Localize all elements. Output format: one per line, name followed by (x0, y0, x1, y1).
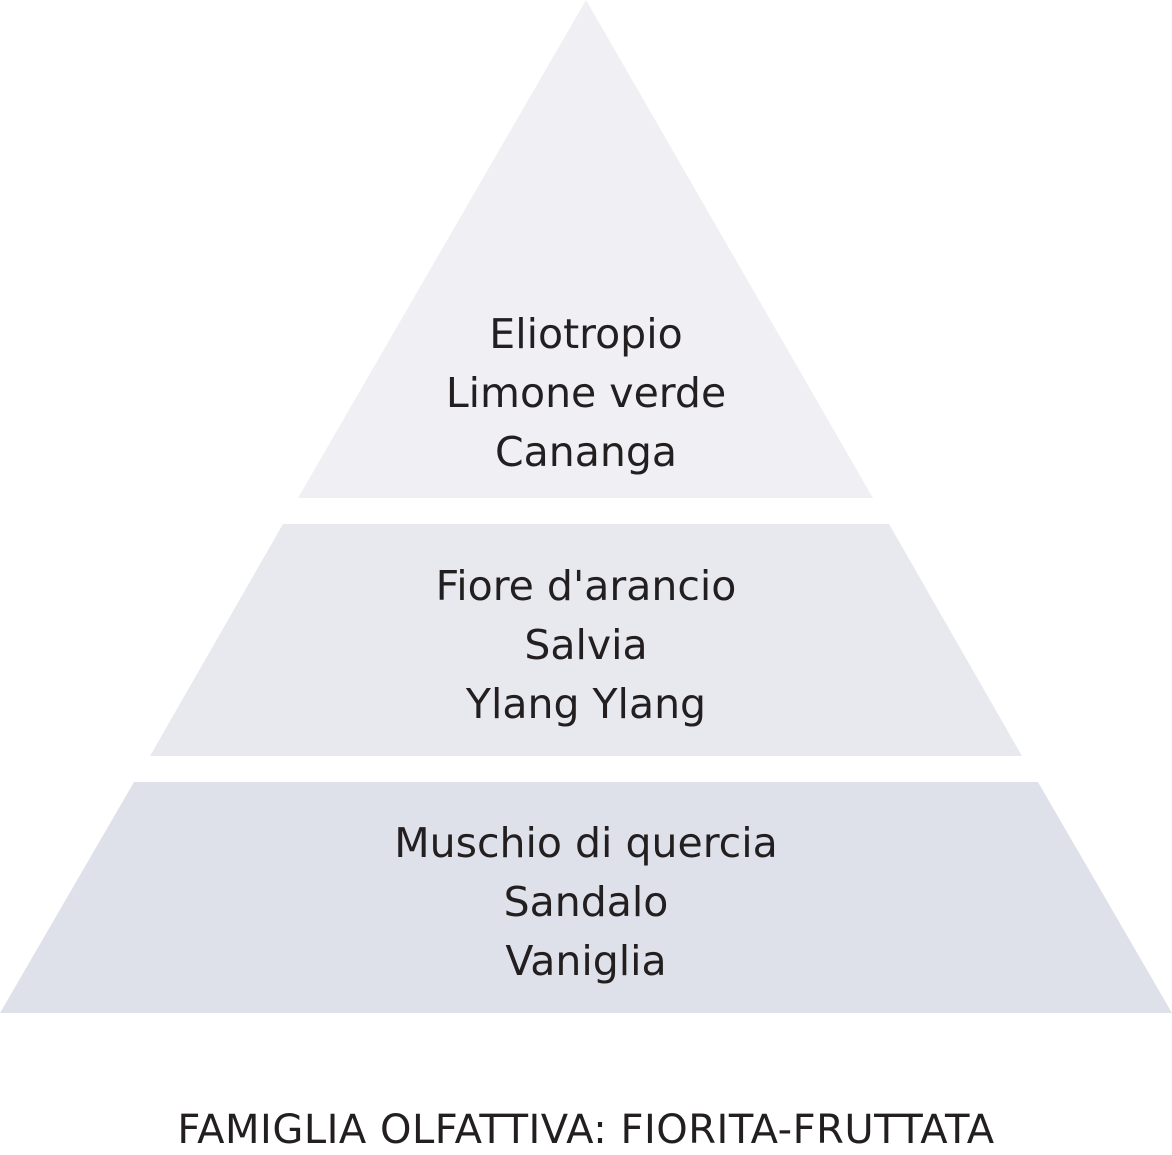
note: Cananga (495, 428, 677, 476)
note: Sandalo (503, 878, 669, 926)
note: Limone verde (445, 369, 727, 417)
olfactory-family-label: FAMIGLIA OLFATTIVA: FIORITA-FRUTTATA (177, 1107, 995, 1153)
note: Vaniglia (505, 937, 667, 985)
base-notes: Muschio di quercia Sandalo Vaniglia (0, 814, 1172, 991)
top-notes: Eliotropio Limone verde Cananga (0, 305, 1172, 482)
pyramid-top-tier (298, 0, 873, 498)
note: Ylang Ylang (465, 680, 707, 728)
note: Muschio di quercia (394, 819, 778, 867)
note: Fiore d'arancio (435, 562, 737, 610)
middle-notes: Fiore d'arancio Salvia Ylang Ylang (0, 557, 1172, 734)
pyramid-base-tier (0, 782, 1172, 1013)
note: Eliotropio (489, 310, 683, 358)
pyramid-middle-tier (150, 524, 1022, 756)
note: Salvia (524, 621, 648, 669)
